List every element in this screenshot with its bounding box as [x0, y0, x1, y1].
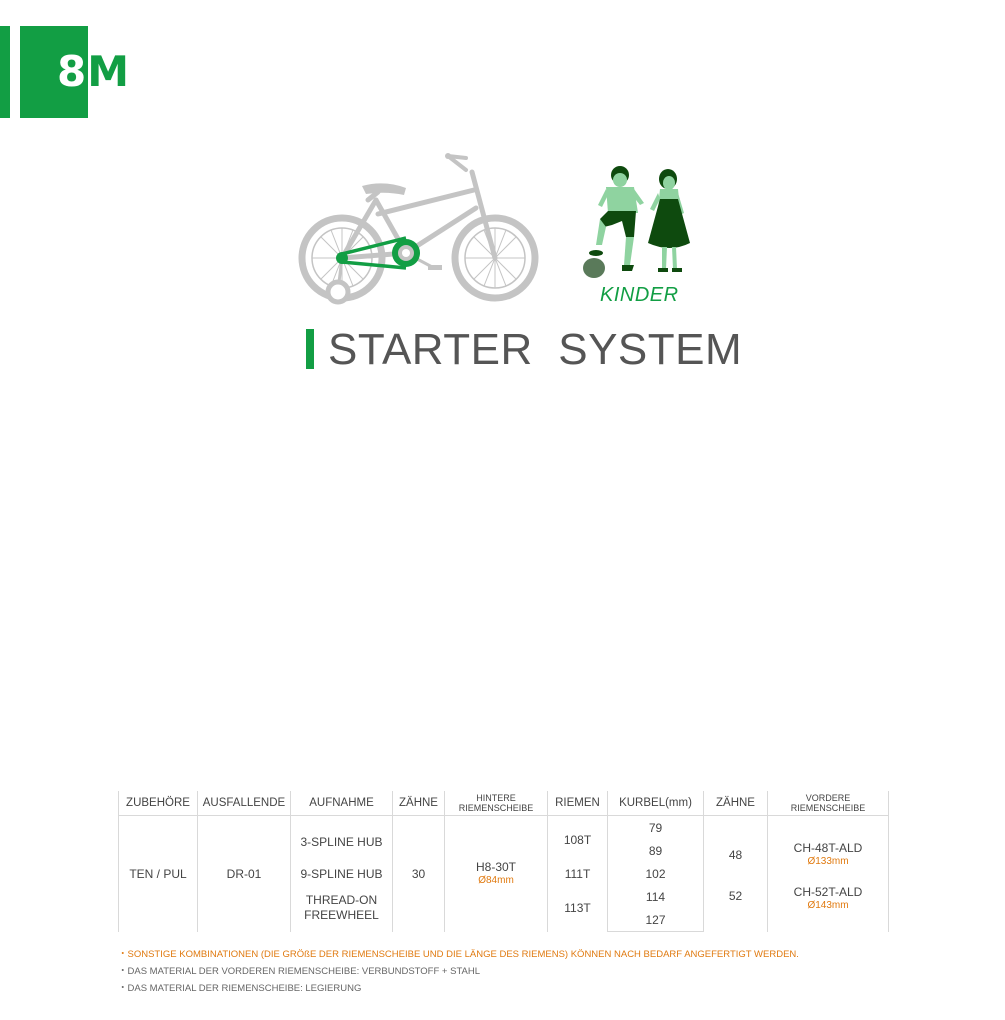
table-header-row: ZUBEHÖRE AUSFALLENDE AUFNAHME ZÄHNE HINT… — [118, 791, 889, 816]
header-riemen: RIEMEN — [547, 791, 608, 816]
kids-bike-illustration — [298, 153, 539, 305]
title-accent-bar — [306, 329, 314, 369]
logo-bar-thin — [0, 26, 10, 118]
header-aufnahme: AUFNAHME — [290, 791, 393, 816]
footnotes: ・SONSTIGE KOMBINATIONEN (DIE GRÖßE DER R… — [118, 946, 799, 997]
header-hintere-line1: HINTERE — [476, 793, 516, 803]
cell-riemen-2: 111T — [547, 862, 608, 885]
hintere-diameter: Ø84mm — [478, 875, 514, 887]
header-zaehne-front: ZÄHNE — [703, 791, 768, 816]
cell-front-teeth-1: 48 — [703, 815, 768, 885]
table-row: 89 — [119, 839, 889, 862]
cell-kurbel-1: 79 — [607, 815, 704, 839]
logo-letter: M — [87, 47, 131, 96]
logo-bar-block — [20, 26, 88, 118]
header-hintere-line2: RIEMENSCHEIBE — [458, 803, 534, 813]
header-ausfallende: AUSFALLENDE — [197, 791, 291, 816]
header-zubehoere: ZUBEHÖRE — [118, 791, 198, 816]
cell-zaehne: 30 — [392, 815, 445, 932]
cell-kurbel-5: 127 — [607, 908, 704, 932]
footnote-1: ・SONSTIGE KOMBINATIONEN (DIE GRÖßE DER R… — [118, 949, 799, 960]
cell-ausfallende: DR-01 — [197, 815, 291, 932]
cell-riemen-3: 113T — [547, 885, 608, 932]
table-row: 127 — [119, 908, 889, 932]
header-kurbel: KURBEL(mm) — [607, 791, 704, 816]
cell-kurbel-2: 89 — [607, 839, 704, 862]
cell-kurbel-4: 114 — [607, 885, 704, 908]
cell-aufnahme-1: 3-SPLINE HUB — [290, 815, 393, 862]
page-title: STARTER SYSTEM — [328, 325, 743, 374]
logo-digit: 8 — [57, 47, 88, 96]
footnote-3: ・DAS MATERIAL DER RIEMENSCHEIBE: LEGIERU… — [118, 983, 362, 994]
spec-table: ZUBEHÖRE AUSFALLENDE AUFNAHME ZÄHNE HINT… — [118, 791, 889, 932]
cell-aufnahme-2: 9-SPLINE HUB — [290, 862, 393, 885]
vordere-1-diameter: Ø133mm — [807, 856, 849, 867]
kids-illustration — [583, 166, 690, 278]
footnote-2: ・DAS MATERIAL DER VORDEREN RIEMENSCHEIBE… — [118, 966, 481, 977]
aufnahme-3-line1: THREAD-ON — [305, 893, 378, 908]
header-vordere-line2: RIEMENSCHEIBE — [790, 803, 866, 813]
aufnahme-3-line2: FREEWHEEL — [304, 908, 379, 923]
cell-kurbel-3: 102 — [607, 862, 704, 885]
kinder-label: KINDER — [600, 284, 679, 306]
vordere-2-name: CH-52T-ALD — [793, 885, 863, 899]
header-vordere-line1: VORDERE — [805, 793, 851, 803]
logo-text: 8M — [57, 46, 130, 98]
cell-front-teeth-2: 52 — [703, 885, 768, 932]
header-zaehne: ZÄHNE — [392, 791, 445, 816]
hintere-name: H8-30T — [475, 860, 516, 875]
vordere-2-diameter: Ø143mm — [807, 900, 849, 911]
cell-riemen-1: 108T — [547, 815, 608, 862]
vordere-1-name: CH-48T-ALD — [793, 841, 863, 855]
table-row: 9-SPLINE HUB 111T 102 — [119, 862, 889, 885]
cell-zubehoere: TEN / PUL — [118, 815, 198, 932]
